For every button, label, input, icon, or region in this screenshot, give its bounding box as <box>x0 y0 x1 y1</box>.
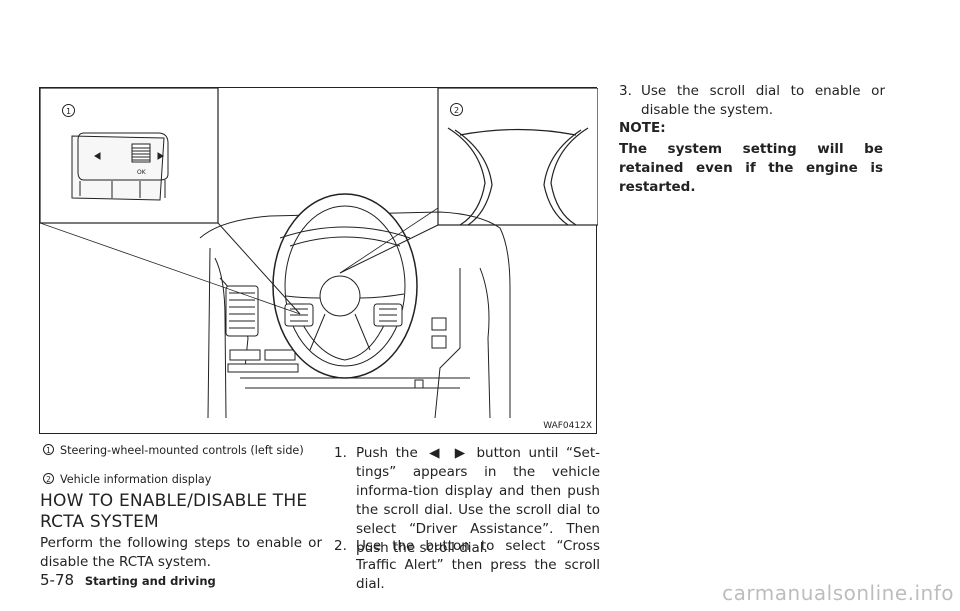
callout-2-icon: 2 <box>43 473 54 484</box>
step-2-text: Use the button to select “Cross Traffic … <box>356 538 600 592</box>
step-2: 2. Use the button to select “Cross Traff… <box>334 537 600 594</box>
ok-label: OK <box>137 169 147 176</box>
page-number: 5-78 <box>40 571 75 589</box>
caption-2-text: Vehicle information display <box>60 473 212 486</box>
illustration-figure: OK <box>39 87 598 434</box>
step-3-number: 3. <box>619 83 632 99</box>
left-arrow-icon: ◀ <box>429 445 440 461</box>
page-footer: 5-78 Starting and driving <box>40 571 216 589</box>
step-3-text: Use the scroll dial to enable or disable… <box>641 83 885 118</box>
callout-1-icon: 1 <box>62 104 75 117</box>
step-3: 3. Use the scroll dial to enable or disa… <box>619 82 885 120</box>
watermark: carmanualsonline.info <box>722 581 954 605</box>
note-body: The system setting will be retained even… <box>619 141 883 195</box>
step-1-after: button until “Set-tings” appears in the … <box>356 445 601 556</box>
dashboard-illustration: OK <box>40 88 598 419</box>
footer-section: Starting and driving <box>84 574 216 588</box>
display-inset <box>447 127 589 226</box>
step-1-before: Push the <box>356 445 418 461</box>
step-2-number: 2. <box>334 538 347 554</box>
right-arrow-icon: ▶ <box>454 445 466 461</box>
section-title: HOW TO ENABLE/DISABLE THE RCTA SYSTEM <box>40 491 308 532</box>
step-1-number: 1. <box>334 445 347 461</box>
figure-code: WAF0412X <box>543 421 592 431</box>
steering-controls-inset <box>71 132 169 201</box>
caption-2: 2 Vehicle information display <box>43 473 313 486</box>
intro-paragraph: Perform the following steps to enable or… <box>40 535 322 570</box>
caption-1-text: Steering-wheel-mounted controls (left si… <box>60 444 304 457</box>
caption-1: 1 Steering-wheel-mounted controls (left … <box>43 444 313 457</box>
dashboard-drawing <box>40 193 511 419</box>
step-1: 1. Push the ◀ ▶ button until “Set-tings”… <box>334 444 600 558</box>
note-heading: NOTE: <box>619 120 666 136</box>
callout-1-icon: 1 <box>43 444 54 455</box>
callout-2-icon: 2 <box>450 103 463 116</box>
